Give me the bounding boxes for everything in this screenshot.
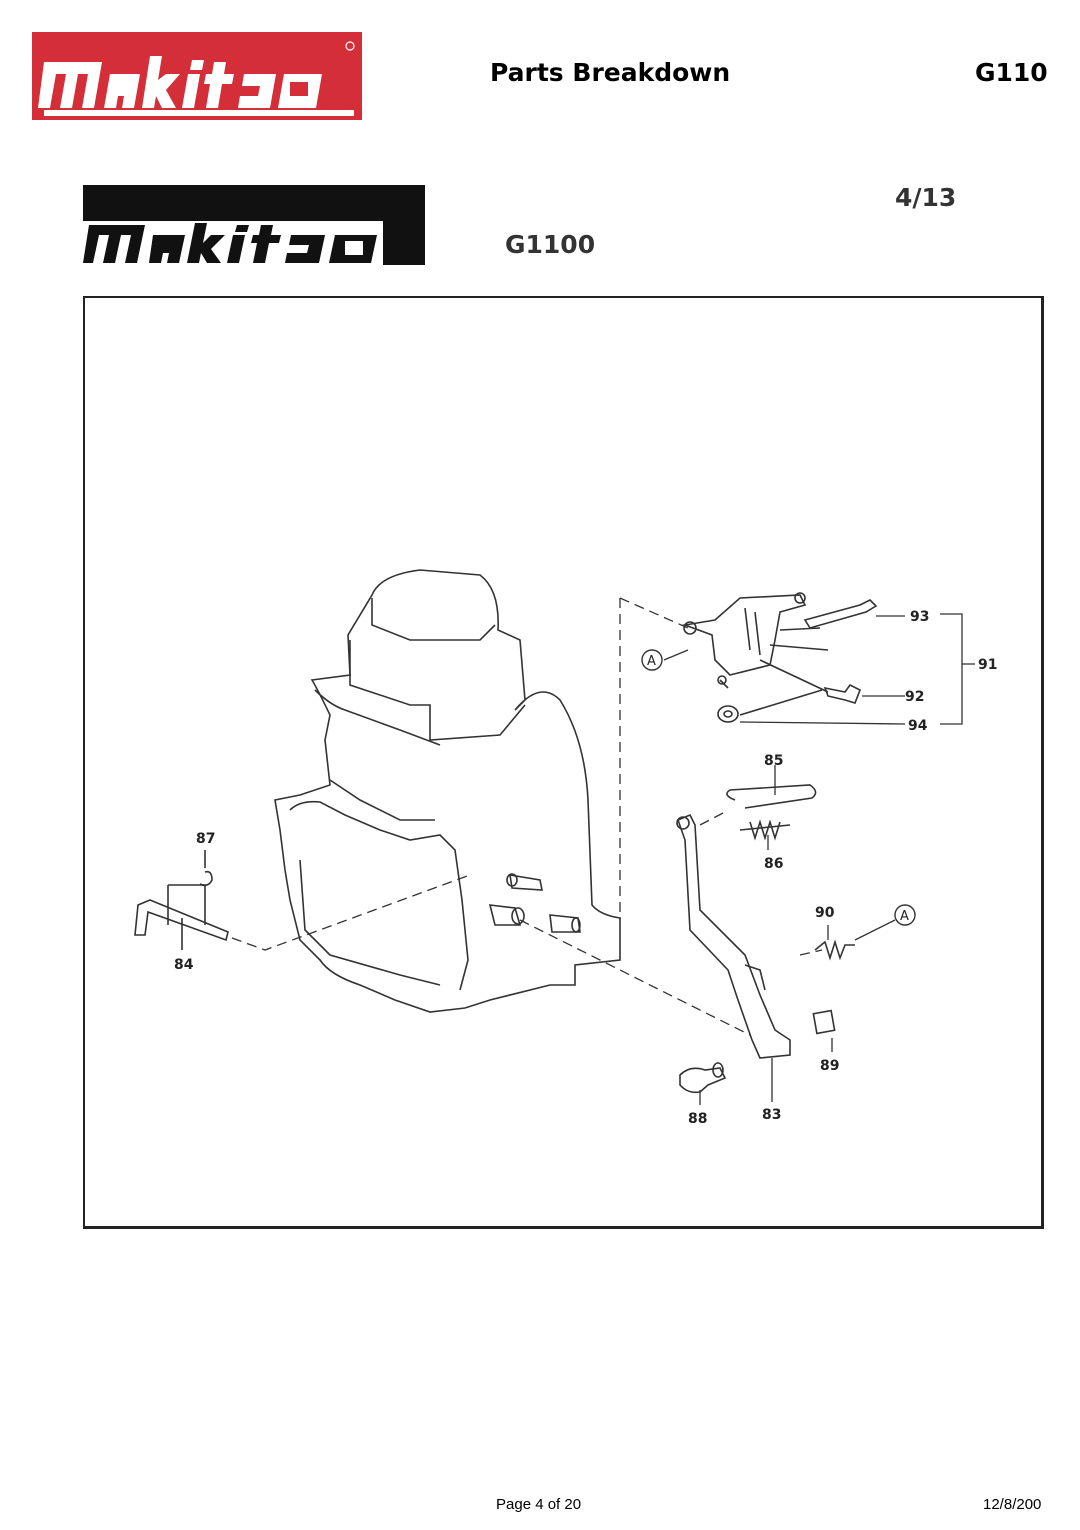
callout-92: 92 [905,689,924,705]
callout-90: 90 [815,905,835,921]
callout-88: 88 [688,1111,707,1127]
callout-91: 91 [978,657,997,673]
callout-93: 93 [910,609,929,625]
sheet-number: 4/13 [895,183,957,212]
callout-89: 89 [820,1058,839,1074]
reference-mark-a-right: A [900,909,909,924]
callout-84: 84 [174,957,194,973]
footer-page-number: Page 4 of 20 [496,1496,582,1513]
sheet-model-number: G1100 [505,230,596,259]
callout-94: 94 [908,718,928,734]
header-model-number: G110 [975,58,1048,87]
footer-date: 12/8/200 [983,1496,1042,1513]
callout-87: 87 [196,831,215,847]
callout-85: 85 [764,753,783,769]
makita-logo-red [32,32,362,120]
header-title: Parts Breakdown [490,58,731,87]
callout-86: 86 [764,856,783,872]
engine-block [274,569,621,1013]
callout-83: 83 [762,1107,781,1123]
makita-logo-black [83,185,425,265]
reference-mark-a-left: A [647,654,656,669]
parts-diagram-frame [83,296,1044,1229]
